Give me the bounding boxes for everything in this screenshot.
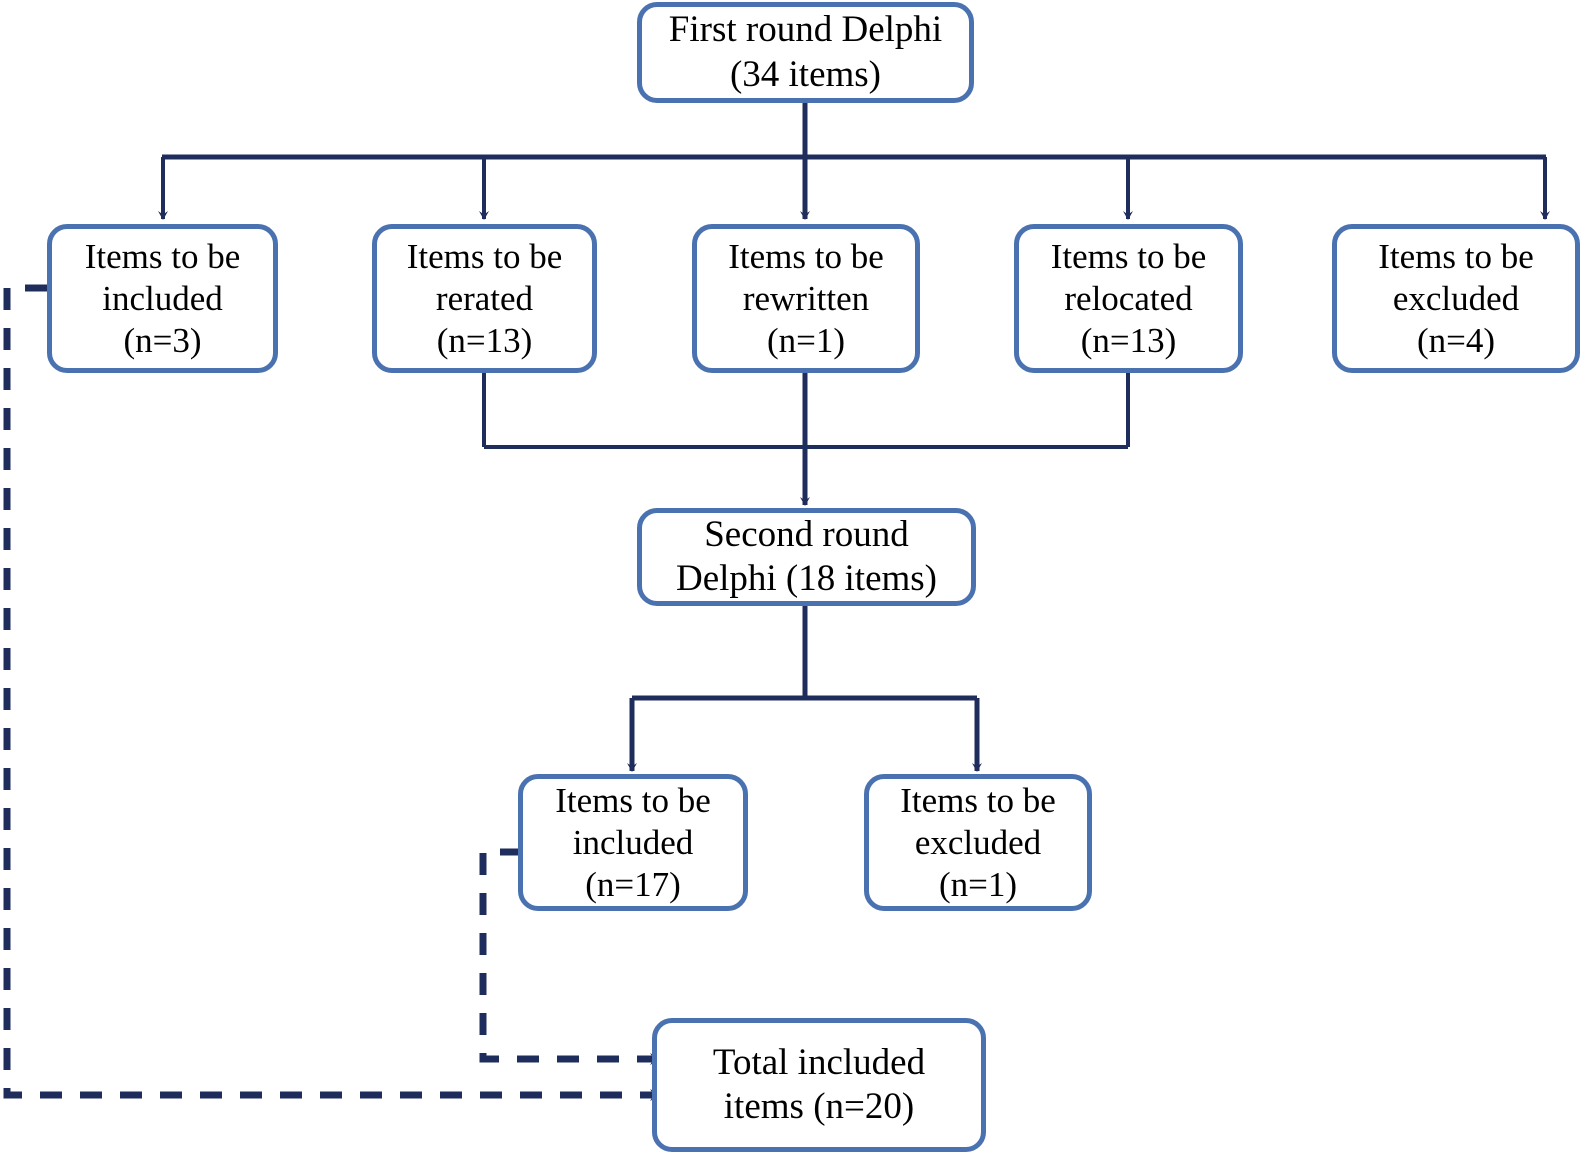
node-items-to-be-excluded-round2[interactable]: Items to be excluded (n=1) [864,774,1092,911]
node-items-to-be-included-round1[interactable]: Items to be included (n=3) [47,224,278,373]
node-label: First round Delphi (34 items) [668,9,943,95]
node-label: Items to be relocated (n=13) [1050,236,1207,360]
node-label: Items to be included (n=3) [84,236,241,360]
node-first-round-delphi[interactable]: First round Delphi (34 items) [637,2,974,103]
node-label: Items to be rerated (n=13) [406,236,563,360]
node-items-to-be-rerated[interactable]: Items to be rerated (n=13) [372,224,597,373]
node-items-to-be-relocated[interactable]: Items to be relocated (n=13) [1014,224,1243,373]
node-total-included-items[interactable]: Total included items (n=20) [652,1018,986,1152]
wire-dashed-r1-included-to-total [3,284,661,1101]
node-items-to-be-rewritten[interactable]: Items to be rewritten (n=1) [692,224,920,373]
node-label: Items to be included (n=17) [555,780,711,904]
node-label: Second round Delphi (18 items) [675,513,937,599]
node-label: Total included items (n=20) [712,1041,926,1127]
node-second-round-delphi[interactable]: Second round Delphi (18 items) [637,508,976,606]
node-label: Items to be rewritten (n=1) [728,236,884,360]
node-items-to-be-included-round2[interactable]: Items to be included (n=17) [518,774,748,911]
node-label: Items to be excluded (n=1) [900,780,1056,904]
node-items-to-be-excluded-round1[interactable]: Items to be excluded (n=4) [1332,224,1580,373]
node-label: Items to be excluded (n=4) [1378,236,1534,360]
